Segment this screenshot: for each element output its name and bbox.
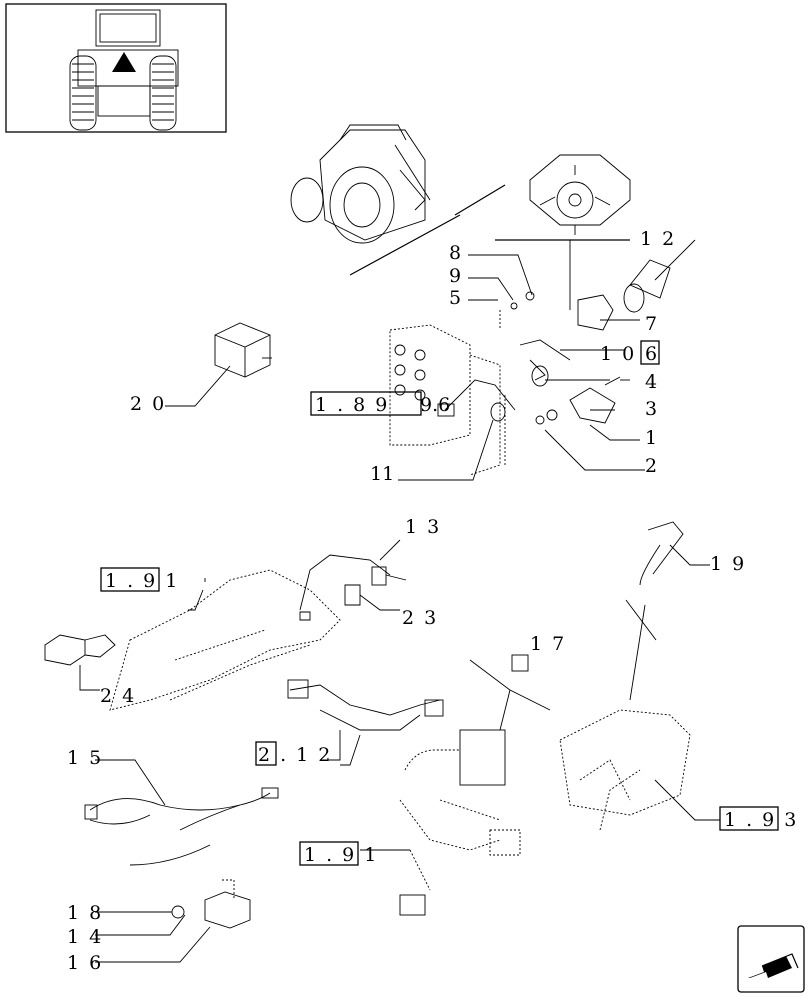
- callout-13: 13: [405, 516, 449, 538]
- callout-20: 20: [130, 393, 174, 415]
- ref-1-89[interactable]: 1.89 9.6: [310, 391, 450, 416]
- callout-10: 10: [600, 343, 644, 365]
- next-page-button[interactable]: [737, 925, 805, 993]
- callout-9: 9: [449, 265, 461, 287]
- socket-cover: [623, 239, 696, 313]
- ref-1-93[interactable]: 1.93: [719, 806, 806, 831]
- callout-16: 16: [67, 952, 111, 974]
- ref-1-91-b[interactable]: 1.91: [299, 841, 386, 866]
- callout-23: 23: [402, 607, 446, 629]
- callout-4: 4: [645, 371, 657, 393]
- ref-1-91-a-label: 1.91: [105, 570, 187, 592]
- ref-1-89-suffix: 9.6: [420, 394, 450, 416]
- callout-labels: 8 9 5 12 7 10 6 4 3 1 2 11 20 13 23 24 1…: [67, 228, 754, 974]
- callout-6: 6: [645, 343, 657, 365]
- upper-leaders: [165, 254, 645, 481]
- location-marker-icon: [112, 52, 136, 72]
- main-harness: [360, 654, 551, 916]
- callout-19: 19: [710, 553, 754, 575]
- callout-7: 7: [645, 313, 657, 335]
- socket-face-detail: [495, 154, 631, 310]
- cab-harness: [109, 539, 407, 711]
- bracket-assembly: [389, 291, 621, 476]
- callout-2: 2: [645, 455, 657, 477]
- ref-1-91-b-label: 1.91: [304, 844, 386, 866]
- callout-12: 12: [640, 228, 684, 250]
- callout-18: 18: [67, 902, 111, 924]
- callout-24: 24: [100, 685, 144, 707]
- callout-8: 8: [449, 242, 461, 264]
- arrow-icon: [748, 953, 799, 978]
- ref-2-12[interactable]: 2.12: [255, 741, 340, 766]
- cab-frame: [559, 521, 720, 831]
- callout-17: 17: [530, 633, 574, 655]
- ref-2-12-label: 2.12: [258, 744, 340, 766]
- tractor-illustration: [290, 124, 506, 276]
- callout-11: 11: [370, 463, 394, 485]
- callout-3: 3: [645, 398, 657, 420]
- ref-1-91-a[interactable]: 1.91: [100, 567, 187, 592]
- connector-24: [44, 634, 116, 691]
- tractor-thumbnail[interactable]: [5, 3, 227, 133]
- ref-1-93-label: 1.93: [724, 809, 806, 831]
- harness-22: [287, 679, 444, 766]
- ref-1-89-label: 1.89: [315, 394, 397, 416]
- callout-5: 5: [449, 287, 461, 309]
- relay-unit: [214, 322, 272, 378]
- harness-15: [84, 759, 279, 866]
- callout-14: 14: [67, 926, 111, 948]
- relay-16: [95, 879, 251, 963]
- callout-15: 15: [67, 747, 111, 769]
- callout-1: 1: [645, 427, 657, 449]
